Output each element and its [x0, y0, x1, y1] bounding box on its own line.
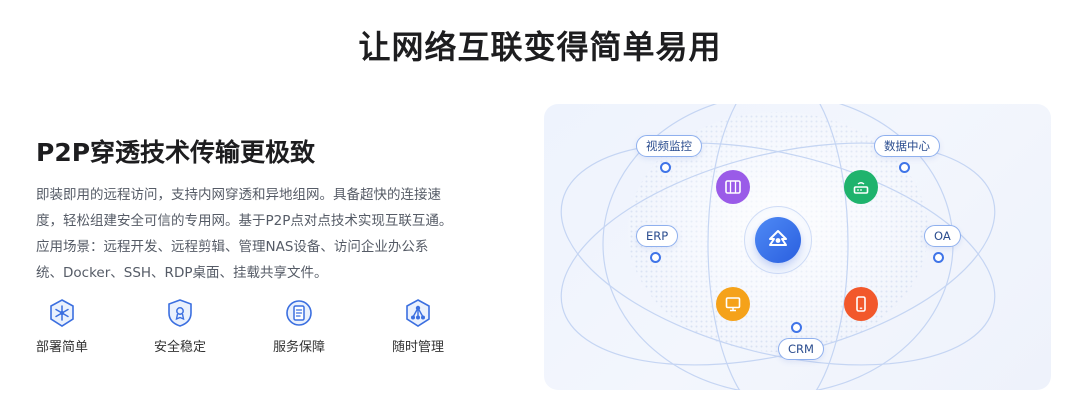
network-logo-icon	[769, 230, 787, 246]
shield-icon	[168, 299, 192, 327]
feature-label: 随时管理	[392, 340, 445, 355]
tag-erp: ERP	[636, 225, 679, 247]
monitor-node	[716, 287, 750, 321]
router-node	[844, 170, 878, 204]
feature-label: 安全稳定	[154, 340, 207, 355]
network-diagram: 视频监控 数据中心 ERP OA CRM	[544, 104, 1051, 390]
snowflake-icon	[50, 299, 74, 327]
router-icon	[853, 182, 869, 194]
connection-dot	[660, 162, 671, 173]
feature-label: 服务保障	[273, 340, 326, 355]
tag-oa: OA	[924, 225, 961, 247]
server-rack-node	[716, 170, 750, 204]
description-line: 度，轻松组建安全可信的专用网。基于P2P点对点技术实现互联互通。	[36, 213, 453, 229]
connection-dot	[791, 322, 802, 333]
tag-video-surveillance: 视频监控	[636, 135, 702, 157]
description-line: 应用场景：远程开发、远程剪辑、管理NAS设备、访问企业办公系	[36, 239, 429, 255]
description-line: 即装即用的远程访问，支持内网穿透和异地组网。具备超快的连接速	[36, 187, 441, 203]
tag-crm: CRM	[778, 338, 824, 360]
network-icon	[406, 299, 430, 327]
section-title: P2P穿透技术传输更极致	[36, 138, 316, 167]
feature-label: 部署简单	[36, 340, 89, 355]
tag-data-center: 数据中心	[874, 135, 940, 157]
section-description: 即装即用的远程访问，支持内网穿透和异地组网。具备超快的连接速 度，轻松组建安全可…	[36, 182, 476, 286]
description-line: 统、Docker、SSH、RDP桌面、挂载共享文件。	[36, 265, 328, 281]
mobile-phone-node	[844, 287, 878, 321]
feature-list: 部署简单 安全稳定 服务保障	[36, 296, 476, 366]
connection-dot	[899, 162, 910, 173]
mobile-phone-icon	[856, 296, 866, 312]
hub-node	[755, 217, 801, 263]
server-rack-icon	[725, 180, 741, 194]
connection-dot	[650, 252, 661, 263]
feature-manage: 随时管理	[392, 296, 482, 360]
feature-deploy: 部署简单	[36, 296, 126, 360]
connection-dot	[933, 252, 944, 263]
document-icon	[286, 300, 312, 326]
feature-service: 服务保障	[273, 296, 363, 360]
page-title: 让网络互联变得简单易用	[358, 28, 722, 66]
feature-security: 安全稳定	[154, 296, 244, 360]
monitor-icon	[725, 297, 741, 312]
